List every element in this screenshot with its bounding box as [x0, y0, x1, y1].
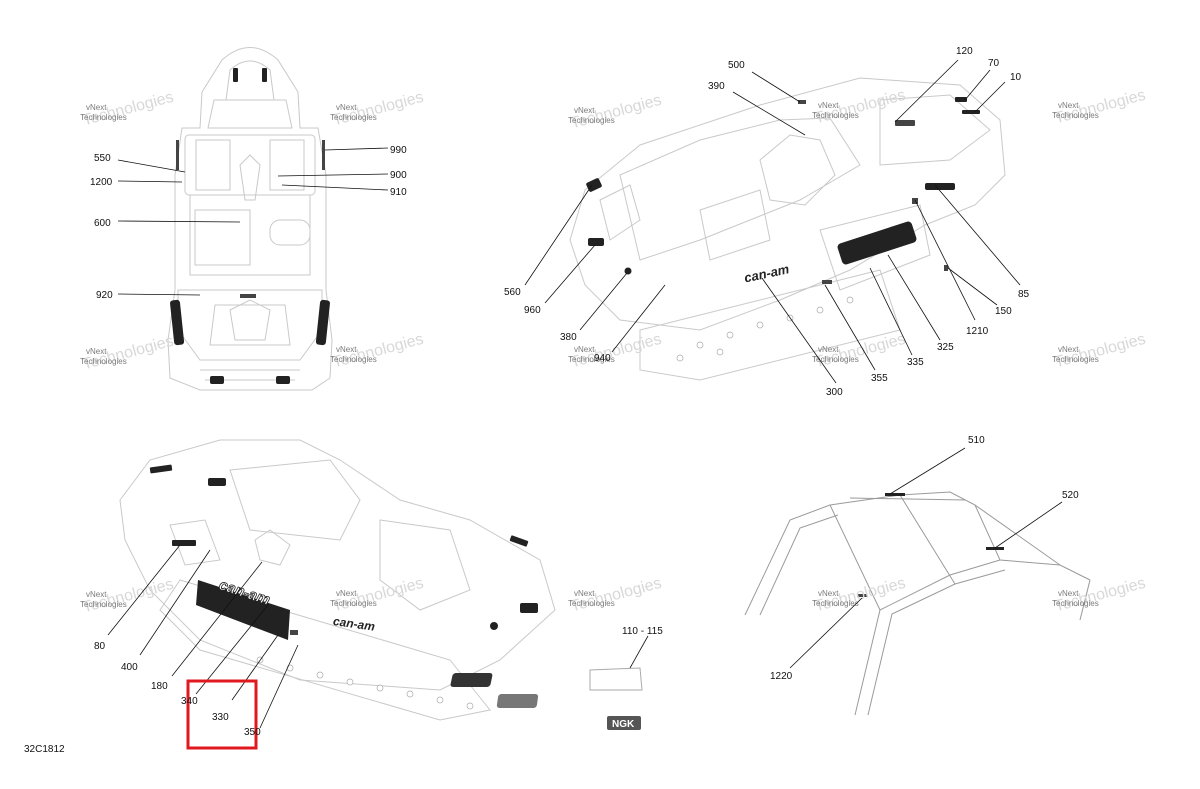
label-70: 70 — [988, 58, 1000, 69]
label-110-115: 110 - 115 — [622, 626, 663, 637]
watermark-small-1: vNext — [86, 590, 107, 599]
watermark-small-1: vNext — [574, 106, 595, 115]
decal-brand-1: can-am — [743, 261, 791, 285]
part-labels: 550 1200 600 920 990 900 910 500 390 120… — [90, 46, 1079, 738]
label-380: 380 — [560, 332, 577, 343]
label-990: 990 — [390, 145, 407, 156]
watermark-small-2: Technologies — [812, 599, 859, 608]
watermark-small-2: Technologies — [568, 116, 615, 125]
watermark-small-2: Technologies — [80, 357, 127, 366]
drawing-code: 32C1812 — [24, 744, 65, 755]
rear-three-quarter-view-vehicle — [119, 439, 556, 721]
watermark-small-2: Technologies — [330, 355, 377, 364]
label-390: 390 — [708, 81, 725, 92]
watermark-small-1: vNext — [1058, 101, 1079, 110]
watermark-small-2: Technologies — [330, 599, 377, 608]
label-900: 900 — [390, 170, 407, 181]
label-400: 400 — [121, 662, 138, 673]
watermark-small-2: Technologies — [1052, 599, 1099, 608]
label-340: 340 — [181, 696, 198, 707]
label-150: 150 — [995, 306, 1012, 317]
label-510: 510 — [968, 435, 985, 446]
watermark-small-1: vNext — [336, 589, 357, 598]
watermark-small-2: Technologies — [1052, 111, 1099, 120]
label-120: 120 — [956, 46, 973, 57]
watermark-small-2: Technologies — [568, 599, 615, 608]
watermark-small-1: vNext — [336, 103, 357, 112]
watermark-small-2: Technologies — [812, 111, 859, 120]
watermark-small-1: vNext — [818, 101, 839, 110]
highlight-box — [186, 679, 258, 750]
label-80: 80 — [94, 641, 106, 652]
label-1210: 1210 — [966, 326, 989, 337]
watermark-small-2: Technologies — [330, 113, 377, 122]
label-940: 940 — [594, 353, 611, 364]
label-10: 10 — [1010, 72, 1022, 83]
label-330: 330 — [212, 712, 229, 723]
label-960: 960 — [524, 305, 541, 316]
label-910: 910 — [390, 187, 407, 198]
watermark-small-1: vNext — [574, 345, 595, 354]
label-335: 335 — [907, 357, 924, 368]
decal-ngk: NGK — [612, 719, 635, 730]
top-view-vehicle — [167, 47, 333, 391]
watermark-small-1: vNext — [336, 345, 357, 354]
watermark-small-2: Technologies — [80, 113, 127, 122]
label-1200: 1200 — [90, 177, 113, 188]
three-quarter-view-vehicle — [569, 77, 1006, 381]
label-500: 500 — [728, 60, 745, 71]
watermark-small-2: Technologies — [80, 600, 127, 609]
label-1220: 1220 — [770, 671, 793, 682]
label-85: 85 — [1018, 289, 1030, 300]
label-920: 920 — [96, 290, 113, 301]
label-355: 355 — [871, 373, 888, 384]
watermark-small-1: vNext — [1058, 589, 1079, 598]
leader-lines — [107, 59, 1063, 729]
label-600: 600 — [94, 218, 111, 229]
watermark-small-1: vNext — [818, 345, 839, 354]
watermark-small-2: Technologies — [568, 355, 615, 364]
label-180: 180 — [151, 681, 168, 692]
label-325: 325 — [937, 342, 954, 353]
watermark-small-1: vNext — [818, 589, 839, 598]
label-550: 550 — [94, 153, 111, 164]
watermark-small-2: Technologies — [1052, 355, 1099, 364]
watermark-small-2: Technologies — [812, 355, 859, 364]
roll-cage — [744, 491, 1091, 716]
decal-fox: FOX — [604, 697, 626, 708]
decal-set-110-115 — [450, 667, 643, 730]
label-350: 350 — [244, 727, 261, 738]
watermark-small-1: vNext — [574, 589, 595, 598]
label-300: 300 — [826, 387, 843, 398]
label-560: 560 — [504, 287, 521, 298]
watermark-small-1: vNext — [1058, 345, 1079, 354]
decal-brand-2: can-am — [332, 614, 376, 634]
watermark-small-1: vNext — [86, 103, 107, 112]
label-520: 520 — [1062, 490, 1079, 501]
decal-xps: XPS — [595, 676, 616, 687]
watermark-small-1: vNext — [86, 347, 107, 356]
